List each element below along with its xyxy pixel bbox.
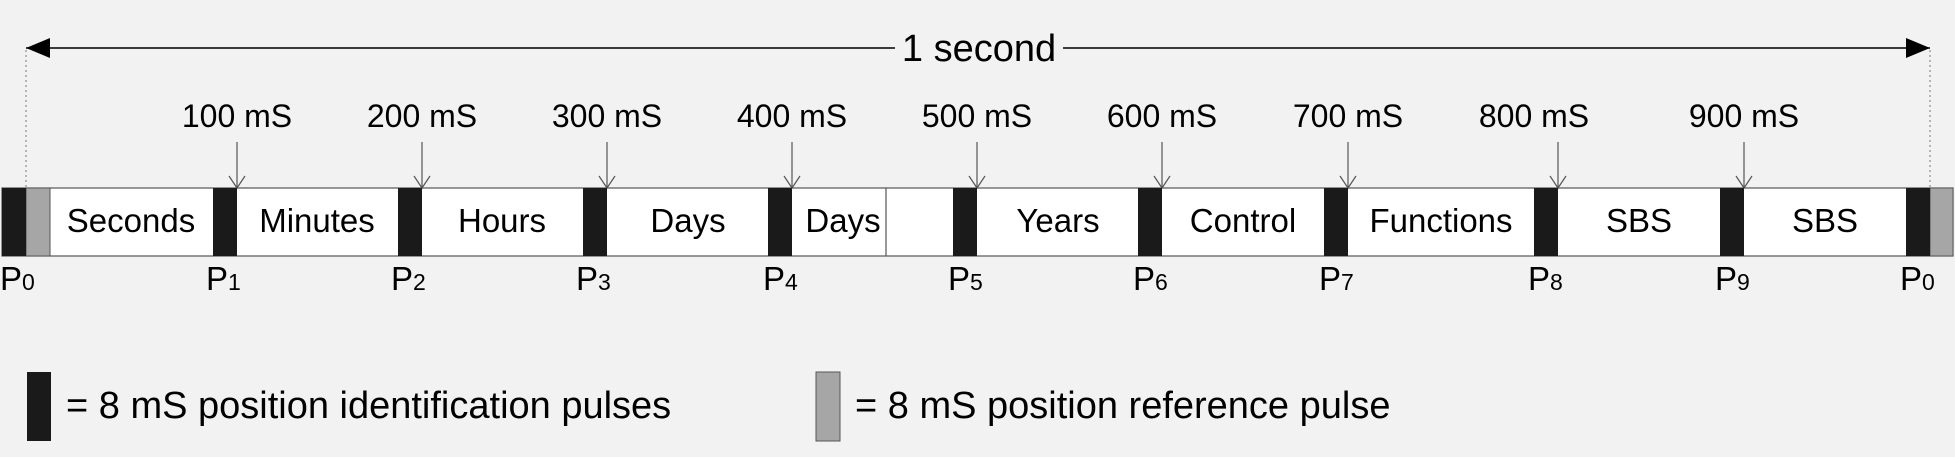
time-tick-label: 300 mS (552, 98, 662, 134)
frame-segments: Seconds Minutes Hours Days Days Years Co… (67, 202, 1858, 239)
pulse-index: 8 (1550, 269, 1563, 295)
pulse-letter: P (1528, 260, 1550, 297)
time-tick-label: 200 mS (367, 98, 477, 134)
time-ticks: 100 mS 200 mS 300 mS 400 mS 500 mS 600 m… (182, 98, 1799, 190)
span-title: 1 second (902, 28, 1056, 70)
pulse-index: 2 (413, 269, 426, 295)
identification-pulse (2, 188, 26, 256)
reference-pulse-end (1929, 187, 1954, 257)
pulse-letter: P (206, 260, 228, 297)
segment-label: Minutes (259, 202, 375, 239)
time-tick: 400 mS (737, 98, 847, 190)
pulse-letter: P (391, 260, 413, 297)
pulse-label: P7 (1319, 260, 1354, 297)
span-arrowhead-left (26, 38, 50, 58)
time-tick-label: 900 mS (1689, 98, 1799, 134)
time-tick-label: 500 mS (922, 98, 1032, 134)
legend: = 8 mS position identification pulses = … (27, 371, 1390, 442)
time-tick: 200 mS (367, 98, 477, 190)
pulse-letter: P (576, 260, 598, 297)
pulse-index: 7 (1341, 269, 1354, 295)
pulse-label: P3 (576, 260, 611, 297)
pulse-letter: P (948, 260, 970, 297)
time-tick: 600 mS (1107, 98, 1217, 190)
pulse-index: 0 (22, 269, 35, 295)
legend-reference-swatch (815, 371, 841, 442)
legend-reference-label: = 8 mS position reference pulse (855, 385, 1390, 427)
pulse-letter: P (0, 260, 22, 297)
identification-pulse (398, 188, 422, 256)
pulse-index: 0 (1922, 269, 1935, 295)
pulse-letter: P (1319, 260, 1341, 297)
time-tick: 100 mS (182, 98, 292, 190)
pulse-label: P9 (1715, 260, 1750, 297)
segment-label: SBS (1792, 202, 1858, 239)
time-tick: 700 mS (1293, 98, 1403, 190)
pulse-label: P4 (763, 260, 798, 297)
pulse-index: 6 (1155, 269, 1168, 295)
pulse-letter: P (1715, 260, 1737, 297)
segment-label: Seconds (67, 202, 195, 239)
span-arrowhead-right (1906, 38, 1930, 58)
pulse-index: 9 (1737, 269, 1750, 295)
segment-label: Days (805, 202, 880, 239)
time-tick-label: 700 mS (1293, 98, 1403, 134)
time-tick-label: 400 mS (737, 98, 847, 134)
identification-pulse (1720, 188, 1744, 256)
pulse-label: P2 (391, 260, 426, 297)
identification-pulse (583, 188, 607, 256)
identification-pulse (1906, 188, 1930, 256)
identification-pulse (953, 188, 977, 256)
pulse-index: 5 (970, 269, 983, 295)
pulse-label: P6 (1133, 260, 1168, 297)
identification-pulse (1138, 188, 1162, 256)
pulse-label: P8 (1528, 260, 1563, 297)
time-tick-label: 600 mS (1107, 98, 1217, 134)
segment-label: Functions (1369, 202, 1512, 239)
pulse-letter: P (1900, 260, 1922, 297)
segment-label: SBS (1606, 202, 1672, 239)
reference-pulse-start (25, 187, 51, 257)
identification-pulse (768, 188, 792, 256)
pulse-letter: P (763, 260, 785, 297)
time-tick: 800 mS (1479, 98, 1589, 190)
pulse-label: P0 (1900, 260, 1935, 297)
one-second-span: 1 second (25, 28, 1931, 188)
segment-label: Hours (458, 202, 546, 239)
identification-pulse (213, 188, 237, 256)
legend-identification-swatch (27, 372, 51, 441)
time-tick: 900 mS (1689, 98, 1799, 190)
pulse-index: 3 (598, 269, 611, 295)
pulse-label: P1 (206, 260, 241, 297)
time-tick: 500 mS (922, 98, 1032, 190)
segment-label: Years (1016, 202, 1099, 239)
segment-label: Control (1190, 202, 1296, 239)
legend-identification-label: = 8 mS position identification pulses (66, 385, 671, 427)
pulse-index: 4 (785, 269, 798, 295)
pulse-label: P5 (948, 260, 983, 297)
time-tick: 300 mS (552, 98, 662, 190)
pulse-index: 1 (228, 269, 241, 295)
identification-pulse (1324, 188, 1348, 256)
time-tick-label: 800 mS (1479, 98, 1589, 134)
time-tick-label: 100 mS (182, 98, 292, 134)
identification-pulse (1534, 188, 1558, 256)
pulse-label: P0 (0, 260, 35, 297)
segment-label: Days (650, 202, 725, 239)
pulse-letter: P (1133, 260, 1155, 297)
identification-pulses (2, 188, 1930, 256)
pulse-labels: P0 P1 P2 P3 P4 P5 P6 P7 P8 P9 P0 (0, 260, 1935, 297)
